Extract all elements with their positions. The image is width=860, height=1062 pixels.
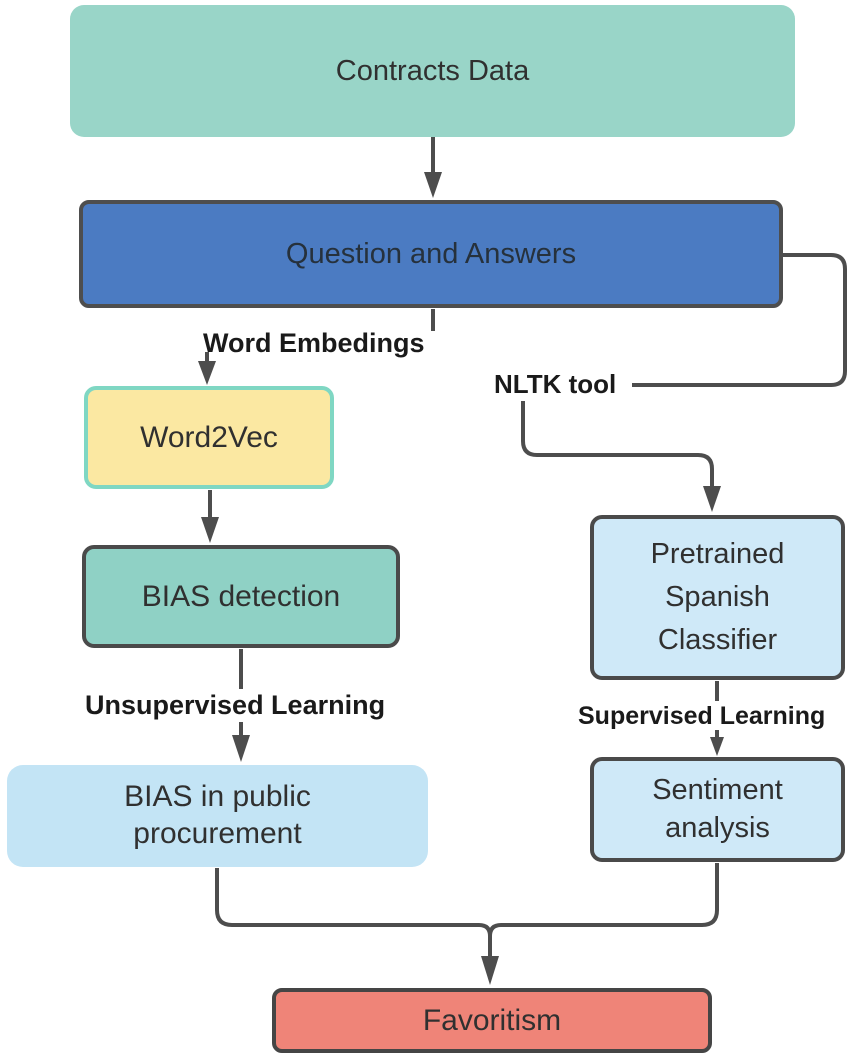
arrowhead-unsupervised-to-biaspublic xyxy=(232,735,250,762)
arrowhead-embedings-to-word2vec xyxy=(198,361,216,385)
node-question-and-answers: Question and Answers xyxy=(79,200,783,308)
edge-label-unsupervised-learning: Unsupervised Learning xyxy=(85,690,386,720)
edge-sentiment-to-merge xyxy=(488,863,719,937)
arrowhead-word2vec-to-biasdetection xyxy=(201,517,219,543)
node-contracts-data-label: Contracts Data xyxy=(335,54,530,87)
node-sentiment-analysis: Sentiment analysis xyxy=(590,757,845,862)
edge-label-nltk-tool: NLTK tool xyxy=(494,369,617,399)
edge-qa-to-nltk xyxy=(632,253,847,387)
node-favoritism-label: Favoritism xyxy=(422,1003,562,1037)
node-favoritism: Favoritism xyxy=(272,988,712,1053)
arrowhead-supervised-to-sentiment xyxy=(710,737,724,756)
node-word2vec: Word2Vec xyxy=(84,386,334,489)
edge-label-supervised-learning: Supervised Learning xyxy=(578,702,826,730)
arrowhead-nltk-to-pretrained xyxy=(703,486,721,512)
node-question-and-answers-label: Question and Answers xyxy=(285,237,577,270)
arrowhead-merge-to-favoritism xyxy=(481,956,499,985)
node-sentiment-analysis-label: Sentiment analysis xyxy=(652,773,783,844)
node-bias-detection: BIAS detection xyxy=(82,545,400,648)
arrowhead-contracts-to-qa xyxy=(424,172,442,198)
edge-biaspublic-to-merge xyxy=(215,868,492,956)
node-bias-in-public-procurement-label: BIAS in public procurement xyxy=(124,780,311,850)
edge-nltk-to-pretrained xyxy=(521,401,714,487)
node-contracts-data: Contracts Data xyxy=(70,5,795,137)
node-word2vec-label: Word2Vec xyxy=(140,420,278,454)
node-bias-in-public-procurement: BIAS in public procurement xyxy=(7,765,428,867)
node-pretrained-spanish-classifier: Pretrained Spanish Classifier xyxy=(590,515,845,680)
edge-label-word-embedings: Word Embedings xyxy=(203,328,425,358)
node-bias-detection-label: BIAS detection xyxy=(141,579,341,613)
node-pretrained-spanish-classifier-label: Pretrained Spanish Classifier xyxy=(650,538,785,656)
